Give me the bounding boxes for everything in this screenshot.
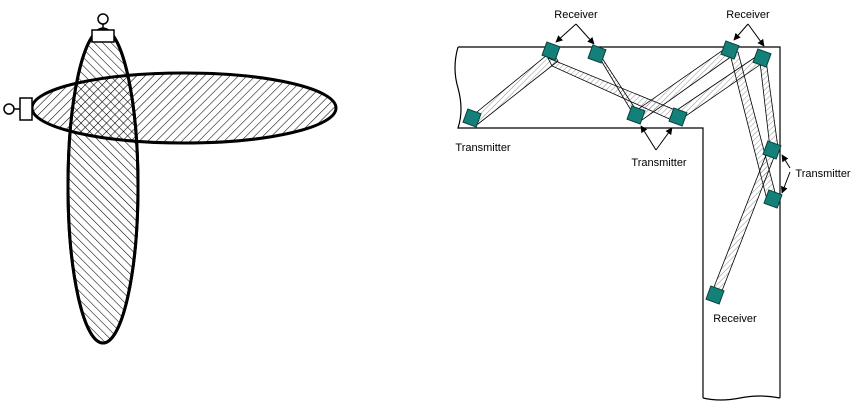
sensor-transmitter-3: [668, 107, 688, 127]
sensor-receiver-4: [752, 48, 772, 68]
sensor-receiver-2: [587, 44, 607, 64]
sensor-receiver-5: [705, 285, 725, 305]
coverage-ellipses: [3, 13, 338, 345]
beam-7: [759, 59, 779, 149]
sensor-transmitter-5: [763, 189, 783, 209]
callout-arrows: [555, 23, 791, 194]
top-sensor-icon: [91, 13, 115, 43]
sensor-transmitter-2: [626, 105, 646, 125]
beam-8: [711, 149, 777, 297]
beam-1: [471, 50, 559, 125]
label-receiver-top-left: Receiver: [554, 9, 598, 21]
label-receiver-top-right: Receiver: [726, 9, 770, 21]
beam-2: [547, 57, 681, 123]
sensor-transmitter-4: [762, 140, 782, 160]
label-receiver-bottom: Receiver: [713, 313, 757, 325]
label-transmitter-left: Transmitter: [455, 142, 511, 154]
sensor-transmitter-1: [462, 108, 482, 128]
corridor-diagram: Receiver Receiver Transmitter Transmitte…: [454, 9, 851, 401]
beams: [471, 47, 779, 297]
label-transmitter-right: Transmitter: [795, 168, 851, 180]
sensor-receiver-1: [541, 41, 561, 61]
sensors: [462, 40, 783, 305]
corridor-outline: [454, 46, 781, 398]
label-transmitter-corner: Transmitter: [631, 157, 687, 169]
labels: Receiver Receiver Transmitter Transmitte…: [455, 9, 851, 325]
sensor-receiver-3: [720, 40, 740, 60]
left-sensor-icon: [3, 97, 33, 121]
